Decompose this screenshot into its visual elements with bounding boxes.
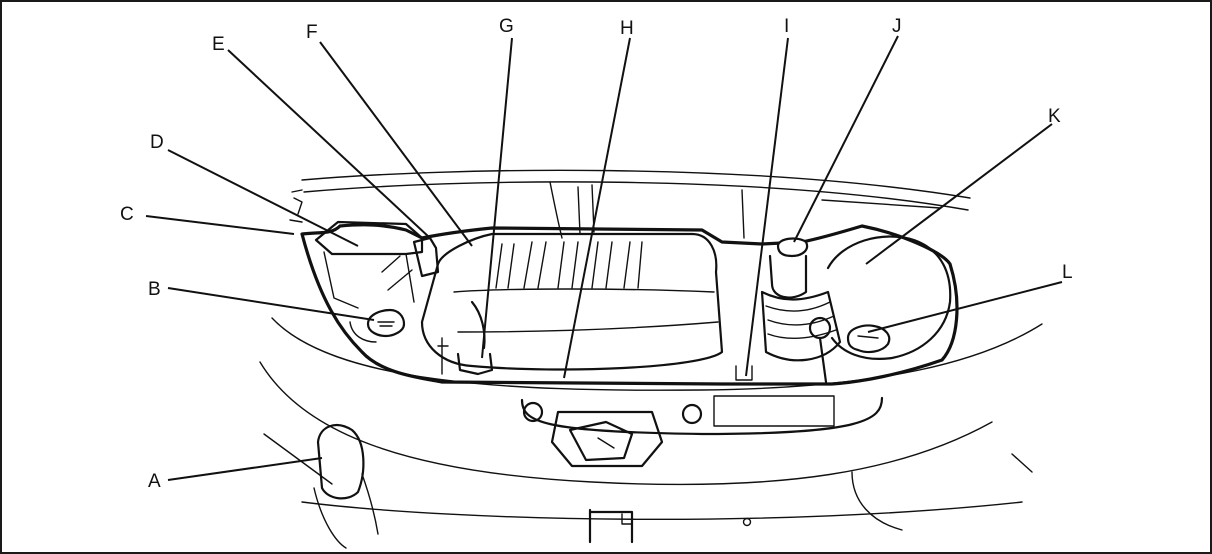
component-c-d-battery [289, 189, 424, 309]
label-b: B [148, 279, 161, 300]
label-f: F [306, 22, 318, 43]
label-d: D [150, 132, 164, 153]
leader-l [867, 281, 1063, 333]
leader-f [319, 41, 473, 247]
component-f-engine-cover [420, 232, 724, 371]
leader-lines [145, 35, 1063, 481]
callout-labels: A B C D E F G H I J K L [120, 16, 1073, 492]
label-j: J [892, 16, 902, 37]
leader-i [745, 37, 789, 377]
engine-bay-outline [300, 223, 959, 386]
component-k-air-filter [826, 235, 952, 360]
leader-j [793, 35, 899, 243]
leader-a [167, 457, 323, 481]
hood-lines [301, 169, 971, 239]
label-e: E [212, 34, 225, 55]
leader-h [563, 37, 631, 379]
component-b-cap [349, 308, 406, 343]
leader-b [167, 287, 375, 321]
label-a: A [148, 471, 161, 492]
hood-latch [522, 395, 835, 544]
label-k: K [1048, 106, 1061, 127]
leader-k [865, 123, 1053, 265]
label-l: L [1062, 262, 1073, 283]
front-fascia [259, 317, 1043, 531]
leader-g [481, 37, 513, 359]
component-a-headlamp [316, 424, 365, 500]
label-h: H [620, 18, 634, 39]
leader-c [145, 215, 295, 235]
label-c: C [120, 204, 134, 225]
component-i-j-air-intake [735, 237, 842, 384]
leader-e [227, 49, 431, 239]
component-l-cap [846, 324, 891, 354]
leader-d [167, 149, 359, 247]
label-g: G [499, 16, 514, 37]
label-i: I [784, 16, 789, 37]
component-e-fuse-block [412, 236, 440, 278]
